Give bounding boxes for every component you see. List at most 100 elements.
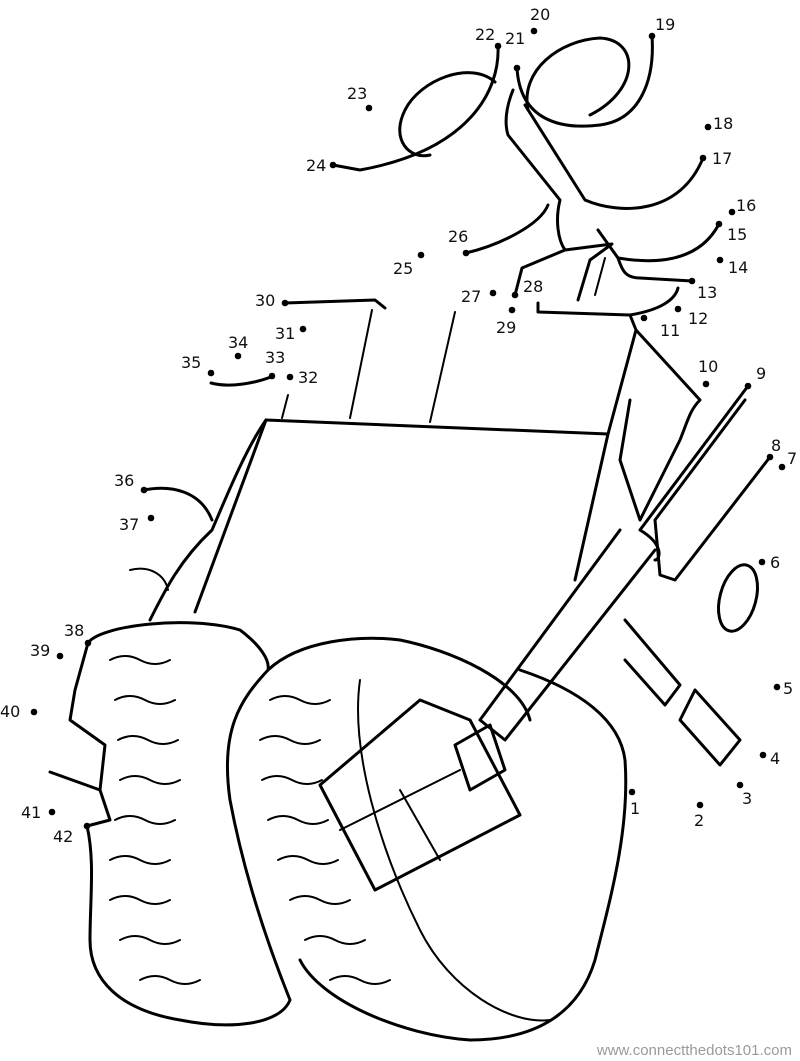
- dot-35: [207, 369, 215, 377]
- dot-29: [508, 306, 516, 314]
- dot-25: [417, 251, 425, 259]
- body-left-outer: [148, 418, 268, 622]
- dot-40: [30, 708, 38, 716]
- line-33: [209, 375, 273, 387]
- dot-label-10: 10: [698, 357, 718, 376]
- arm-brace-2: [678, 688, 742, 767]
- dot-7: [778, 463, 786, 471]
- dot-38: [84, 639, 92, 647]
- head-plate: [536, 286, 680, 317]
- dot-37: [147, 514, 155, 522]
- dot-36: [140, 486, 148, 494]
- body-left: [193, 418, 268, 614]
- dot-12: [674, 305, 682, 313]
- dot-label-12: 12: [688, 309, 708, 328]
- dot-label-27: 27: [461, 287, 481, 306]
- dot-label-34: 34: [228, 333, 248, 352]
- dot-19: [648, 32, 656, 40]
- dot-20: [530, 27, 538, 35]
- dot-18: [704, 123, 712, 131]
- dot-6: [758, 558, 766, 566]
- dot-15: [715, 220, 723, 228]
- dot-label-41: 41: [21, 803, 41, 822]
- dot-11: [640, 314, 648, 322]
- dot-label-21: 21: [505, 29, 525, 48]
- dot-label-28: 28: [523, 277, 543, 296]
- dot-label-25: 25: [393, 259, 413, 278]
- dot-label-9: 9: [756, 364, 766, 383]
- dot-label-39: 39: [30, 641, 50, 660]
- line-art: [48, 34, 772, 1042]
- eye-lens-6: [717, 563, 759, 633]
- dot-label-37: 37: [119, 515, 139, 534]
- dot-label-19: 19: [655, 15, 675, 34]
- dot-label-1: 1: [630, 799, 640, 818]
- dot-8: [766, 453, 774, 461]
- dot-27: [489, 289, 497, 297]
- body-top: [264, 313, 638, 436]
- dot-10: [702, 380, 710, 388]
- dot-24: [329, 161, 337, 169]
- dots-layer: 1234567891011121314151617181920212223242…: [0, 5, 797, 846]
- dot-label-40: 40: [0, 702, 20, 721]
- dot-label-32: 32: [298, 368, 318, 387]
- arm-37: [129, 567, 169, 591]
- dot-label-2: 2: [694, 811, 704, 830]
- tread-edge: [48, 770, 102, 792]
- tread-right-top: [266, 636, 532, 722]
- body-line-1: [349, 309, 373, 419]
- site-footer: www.connectthedots101.com: [596, 1042, 792, 1059]
- neck-right-15: [596, 222, 721, 263]
- dot-label-30: 30: [255, 291, 275, 310]
- hand-joint: [453, 723, 507, 792]
- dot-41: [48, 808, 56, 816]
- dot-42: [83, 822, 91, 830]
- body-right: [573, 432, 610, 582]
- left-eye-outline: [331, 44, 500, 172]
- arm-36: [142, 486, 214, 522]
- tread-left: [85, 621, 292, 1027]
- dot-label-16: 16: [736, 196, 756, 215]
- dot-16: [728, 208, 736, 216]
- dot-31: [299, 325, 307, 333]
- dot-label-13: 13: [697, 283, 717, 302]
- tread-ridges: [109, 655, 391, 985]
- dot-2: [696, 801, 704, 809]
- dot-label-35: 35: [181, 353, 201, 372]
- dot-label-8: 8: [771, 436, 781, 455]
- hand-lines: [339, 769, 461, 861]
- dot-label-6: 6: [770, 553, 780, 572]
- dot-23: [365, 104, 373, 112]
- arm-bracket: [653, 398, 772, 582]
- dot-label-3: 3: [742, 789, 752, 808]
- dot-label-29: 29: [496, 318, 516, 337]
- neck-right-17: [523, 103, 705, 210]
- dot-5: [773, 683, 781, 691]
- dot-30: [281, 299, 289, 307]
- dot-3: [736, 781, 744, 789]
- dot-label-14: 14: [728, 258, 748, 277]
- dot-39: [56, 652, 64, 660]
- dot-label-23: 23: [347, 84, 367, 103]
- body-line-32: [281, 394, 289, 419]
- dot-label-4: 4: [770, 749, 780, 768]
- dot-21: [513, 64, 521, 72]
- right-eye-lens: [525, 36, 631, 117]
- hand-box: [318, 698, 522, 892]
- dot-label-42: 42: [53, 827, 73, 846]
- dot-32: [286, 373, 294, 381]
- dot-label-31: 31: [275, 324, 295, 343]
- neck-28: [513, 248, 567, 297]
- dot-label-18: 18: [713, 114, 733, 133]
- dot-label-38: 38: [64, 621, 84, 640]
- dot-label-17: 17: [712, 149, 732, 168]
- dot-label-22: 22: [475, 25, 495, 44]
- arm-rod: [478, 528, 657, 742]
- left-eye-lens: [398, 71, 497, 158]
- dot-33: [268, 372, 276, 380]
- tread-front: [68, 641, 112, 828]
- dot-label-7: 7: [787, 449, 797, 468]
- tread-inner: [357, 679, 551, 1022]
- dot-label-5: 5: [783, 679, 793, 698]
